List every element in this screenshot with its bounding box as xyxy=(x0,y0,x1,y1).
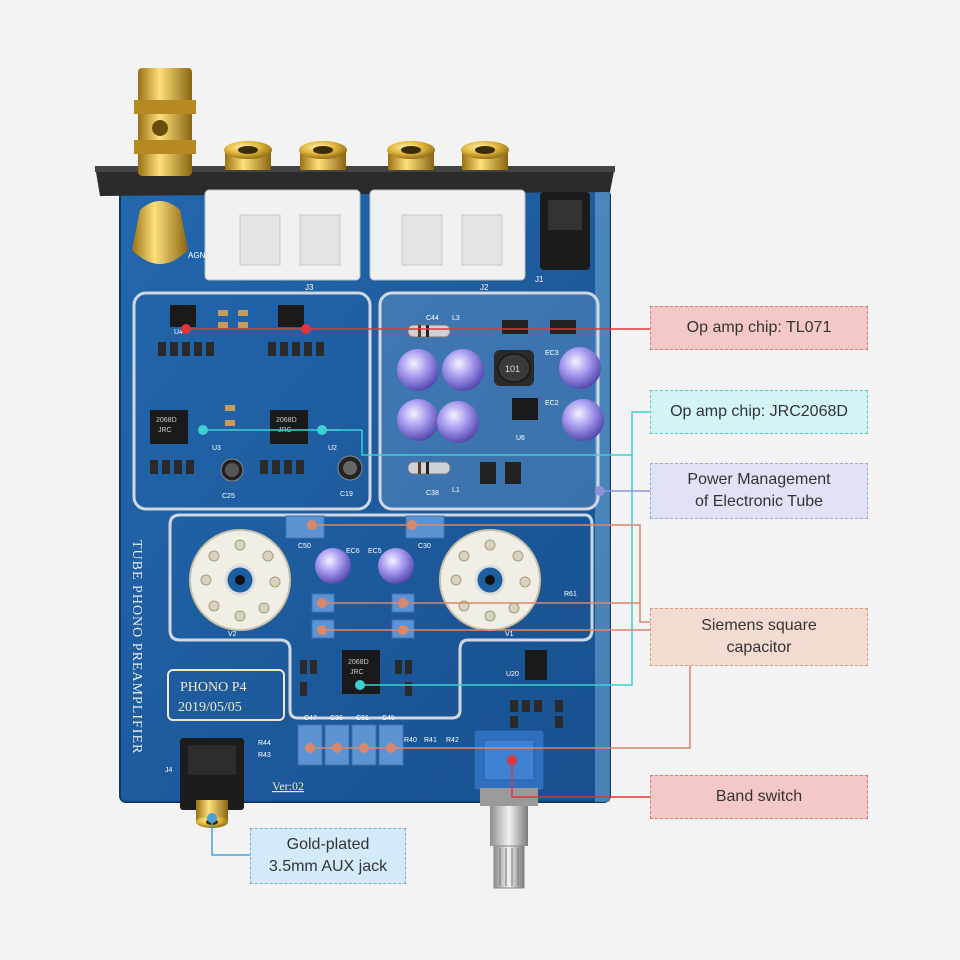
callout-tl071: Op amp chip: TL071 xyxy=(650,306,868,350)
c44-label: C44 xyxy=(426,315,439,322)
ec5-label: EC5 xyxy=(368,548,382,555)
chip-text-6: JRC xyxy=(350,669,364,676)
u20-chip: U20 xyxy=(506,650,563,728)
chip-text-1: 2068D xyxy=(156,417,177,424)
c30-label: C30 xyxy=(418,543,431,550)
model-label: PHONO P4 2019/05/05 xyxy=(167,669,285,721)
chip-text-3: 2068D xyxy=(276,417,297,424)
aux-jack: J4 xyxy=(165,738,244,828)
r40-label: R40 xyxy=(404,737,417,744)
tube-section: V2 V1 C50 C30 EC6 EC5 2068D JRC xyxy=(168,513,594,720)
ec6-label: EC6 xyxy=(346,548,360,555)
j4-label: J4 xyxy=(165,767,173,774)
pcb-board xyxy=(119,189,611,803)
ec3-label: EC3 xyxy=(545,350,559,357)
inductor-label: 101 xyxy=(505,364,520,374)
r61-label: R61 xyxy=(564,591,577,598)
c31-label: C31 xyxy=(356,715,369,722)
r41-label: R41 xyxy=(424,737,437,744)
leader-aux xyxy=(207,813,250,856)
c38-label: C38 xyxy=(426,490,439,497)
j2-label: J2 xyxy=(480,283,489,292)
r42-label: R42 xyxy=(446,737,459,744)
callout-power-line2: of Electronic Tube xyxy=(694,493,824,510)
c50-label: C50 xyxy=(298,543,311,550)
u20-label: U20 xyxy=(506,671,519,678)
leader-band-switch xyxy=(507,755,650,798)
callout-aux-line1: Gold-plated xyxy=(286,836,370,853)
c19-label: C19 xyxy=(340,491,353,498)
board-side-text: TUBE PHONO PREAMPLIFIER xyxy=(129,540,144,754)
v2-label: V2 xyxy=(228,631,237,638)
version-label: Ver:02 xyxy=(272,779,304,793)
chip-text-2: JRC xyxy=(158,427,172,434)
u3-label: U3 xyxy=(212,445,221,452)
u6-label: U6 xyxy=(516,435,525,442)
callout-band-switch: Band switch xyxy=(650,775,868,819)
callout-power-management: Power Management of Electronic Tube xyxy=(650,463,868,519)
l3-label: L3 xyxy=(452,315,460,322)
u4-label: U4 xyxy=(174,329,183,336)
dc-power-jack: J1 xyxy=(535,192,590,284)
leader-tl071 xyxy=(181,324,650,334)
l1-label: L1 xyxy=(452,487,460,494)
c36-label: C36 xyxy=(330,715,343,722)
r43-label: R43 xyxy=(258,752,271,759)
leader-power xyxy=(595,486,650,496)
model-name: PHONO P4 xyxy=(180,680,247,695)
callout-siemens-line2: capacitor xyxy=(726,639,792,656)
opamp-section: U4 2068D JRC 2068D JRC U3 U2 xyxy=(132,291,372,511)
v1-label: V1 xyxy=(505,631,514,638)
r44-label: R44 xyxy=(258,740,271,747)
callout-band-switch-text: Band switch xyxy=(715,788,803,805)
leader-siemens xyxy=(305,520,691,753)
callout-tl071-text: Op amp chip: TL071 xyxy=(686,319,832,336)
rca-jack-group-right: J2 xyxy=(369,141,526,292)
callout-power-line1: Power Management xyxy=(687,471,831,488)
c25-label: C25 xyxy=(222,493,235,500)
model-date: 2019/05/05 xyxy=(178,700,242,715)
leader-jrc2068d xyxy=(198,411,650,690)
callout-jrc2068d: Op amp chip: JRC2068D xyxy=(650,390,868,434)
callout-aux-jack: Gold-plated 3.5mm AUX jack xyxy=(250,828,406,884)
j3-label: J3 xyxy=(305,283,314,292)
c45-label: C45 xyxy=(382,715,395,722)
ground-post: AGND xyxy=(132,68,211,264)
j1-label: J1 xyxy=(535,275,544,284)
c47-label: C47 xyxy=(304,715,317,722)
band-switch-component xyxy=(473,729,545,889)
callout-siemens-line1: Siemens square xyxy=(701,617,817,634)
chip-text-5: 2068D xyxy=(348,659,369,666)
agnd-label: AGND xyxy=(188,251,211,260)
callout-aux-line2: 3.5mm AUX jack xyxy=(268,858,388,875)
u2-label: U2 xyxy=(328,445,337,452)
ec2-label: EC2 xyxy=(545,400,559,407)
rca-jack-group-left: J3 xyxy=(204,141,361,292)
callout-siemens-capacitor: Siemens square capacitor xyxy=(650,608,868,666)
power-section: C44 L3 L1 C38 101 EC3 EC2 U6 xyxy=(378,291,604,511)
callout-jrc2068d-text: Op amp chip: JRC2068D xyxy=(670,403,848,420)
bottom-film-capacitors: C47 C36 C31 C45 xyxy=(297,715,404,766)
